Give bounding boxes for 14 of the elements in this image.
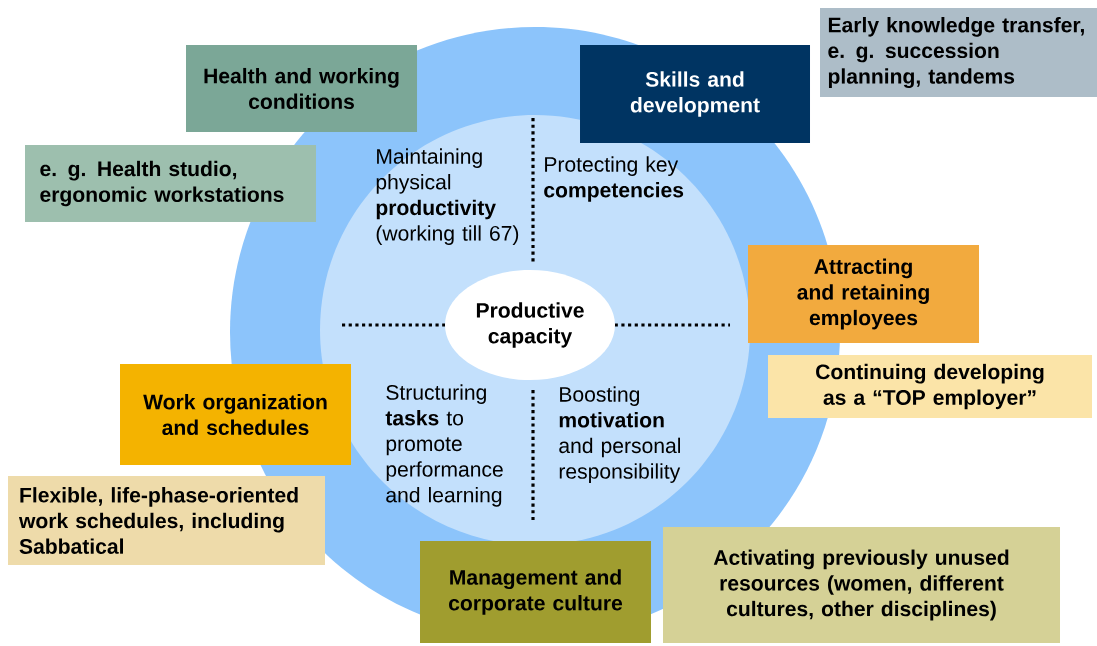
quadrant-text: Boosting motivation and personal responsibility	[559, 386, 681, 483]
quadrant-text: Structuring tasks to promote performance and learning	[385, 384, 503, 507]
quadrant-text: Maintaining physical productivity (working till 67)	[376, 148, 519, 245]
text-box: Flexible, life-phase-oriented work schedules, including Sabbatical	[8, 476, 325, 565]
text-box: Activating previously unused resources (women, different cultures, other disciplines)	[663, 527, 1060, 643]
text-box: Work organization and schedules	[120, 364, 351, 465]
text-box: Attracting and retaining employees	[748, 245, 979, 343]
text-box: Management and corporate culture	[420, 541, 651, 643]
quadrant-text: Protecting key competencies	[544, 156, 684, 202]
text-box: Skills and development	[580, 45, 810, 143]
text-box: Early knowledge transfer, e. g. succession planning, tandems	[820, 8, 1097, 97]
text-box: Continuing developing as a “TOP employer”	[768, 355, 1092, 418]
text-box: e. g. Health studio, ergonomic workstations	[25, 145, 316, 222]
text-box: Health and working conditions	[186, 45, 417, 132]
